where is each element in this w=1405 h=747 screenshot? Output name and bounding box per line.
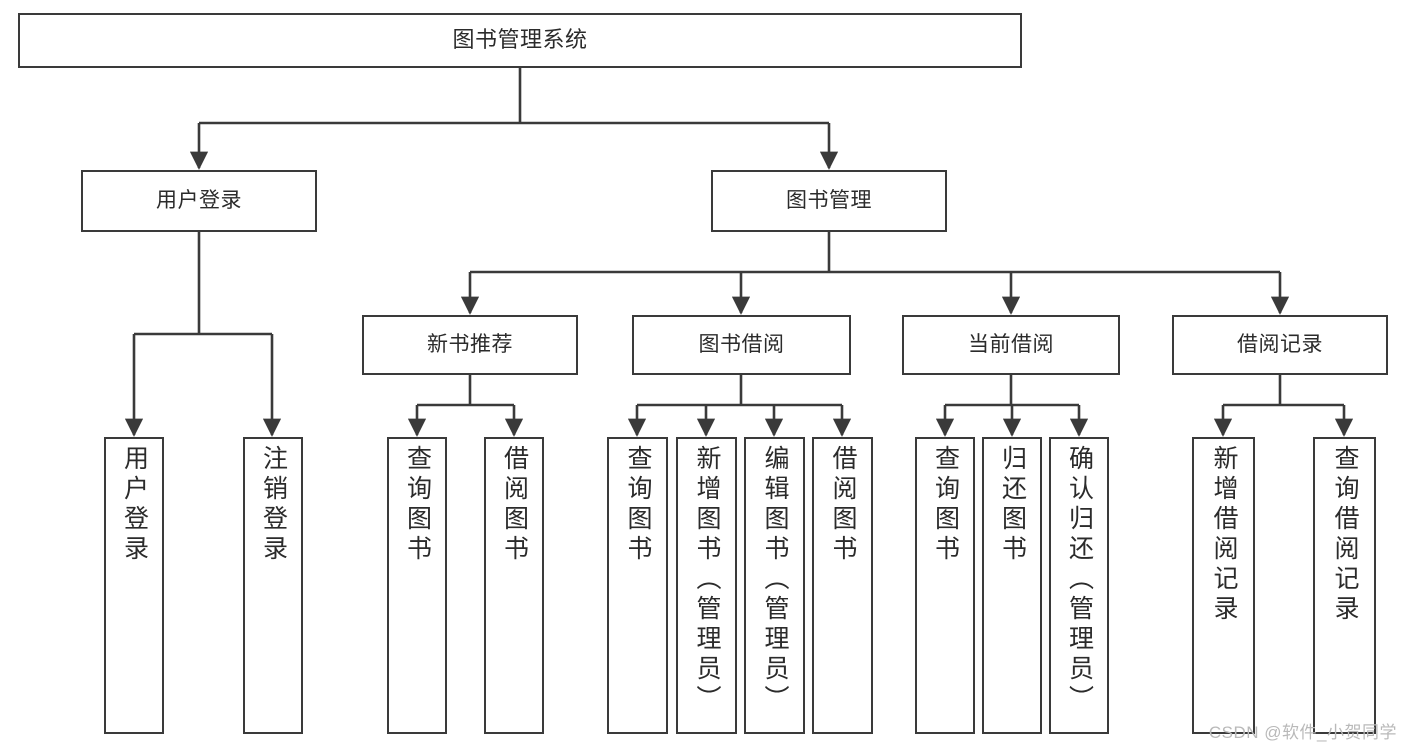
leaf-logout-label: 注销登录	[259, 445, 288, 565]
node-book-management[interactable]: 图书管理	[711, 170, 947, 232]
leaf-return-book[interactable]: 归还图书	[982, 437, 1042, 734]
leaf-query-book-borrow-label: 查询图书	[624, 445, 652, 565]
leaf-borrow-book-recommend[interactable]: 借阅图书	[484, 437, 544, 734]
node-current-borrow-label: 当前借阅	[968, 333, 1054, 357]
node-borrow-records-label: 借阅记录	[1237, 333, 1323, 357]
leaf-confirm-return-admin-label: 确认归还（管理员）	[1065, 445, 1094, 715]
leaf-return-book-label: 归还图书	[998, 445, 1027, 565]
leaf-query-book-current[interactable]: 查询图书	[915, 437, 975, 734]
leaf-user-login-label: 用户登录	[120, 445, 149, 565]
leaf-borrow-book-recommend-label: 借阅图书	[500, 445, 529, 565]
leaf-confirm-return-admin[interactable]: 确认归还（管理员）	[1049, 437, 1109, 734]
leaf-edit-book-admin-label: 编辑图书（管理员）	[761, 445, 789, 715]
node-new-book-recommend[interactable]: 新书推荐	[362, 315, 578, 375]
leaf-logout[interactable]: 注销登录	[243, 437, 303, 734]
leaf-query-borrow-record[interactable]: 查询借阅记录	[1313, 437, 1376, 734]
node-user-login[interactable]: 用户登录	[81, 170, 317, 232]
node-root-label: 图书管理系统	[452, 27, 588, 53]
leaf-query-borrow-record-label: 查询借阅记录	[1331, 445, 1359, 625]
leaf-add-borrow-record-label: 新增借阅记录	[1210, 445, 1238, 625]
node-book-borrow[interactable]: 图书借阅	[632, 315, 851, 375]
leaf-borrow-book[interactable]: 借阅图书	[812, 437, 873, 734]
leaf-edit-book-admin[interactable]: 编辑图书（管理员）	[744, 437, 805, 734]
node-user-login-label: 用户登录	[156, 189, 242, 213]
node-current-borrow[interactable]: 当前借阅	[902, 315, 1120, 375]
node-book-management-label: 图书管理	[786, 189, 872, 213]
node-borrow-records[interactable]: 借阅记录	[1172, 315, 1388, 375]
leaf-user-login[interactable]: 用户登录	[104, 437, 164, 734]
leaf-add-book-admin[interactable]: 新增图书（管理员）	[676, 437, 737, 734]
watermark: CSDN @软件_小贺同学	[1208, 723, 1397, 742]
leaf-borrow-book-label: 借阅图书	[829, 445, 857, 565]
node-book-borrow-label: 图书借阅	[698, 333, 785, 357]
leaf-add-book-admin-label: 新增图书（管理员）	[693, 445, 721, 715]
leaf-query-book-current-label: 查询图书	[931, 445, 960, 565]
leaf-add-borrow-record[interactable]: 新增借阅记录	[1192, 437, 1255, 734]
leaf-query-book-borrow[interactable]: 查询图书	[607, 437, 668, 734]
node-root[interactable]: 图书管理系统	[18, 13, 1022, 68]
node-new-book-recommend-label: 新书推荐	[427, 333, 513, 357]
leaf-query-book-recommend[interactable]: 查询图书	[387, 437, 447, 734]
leaf-query-book-recommend-label: 查询图书	[403, 445, 432, 565]
